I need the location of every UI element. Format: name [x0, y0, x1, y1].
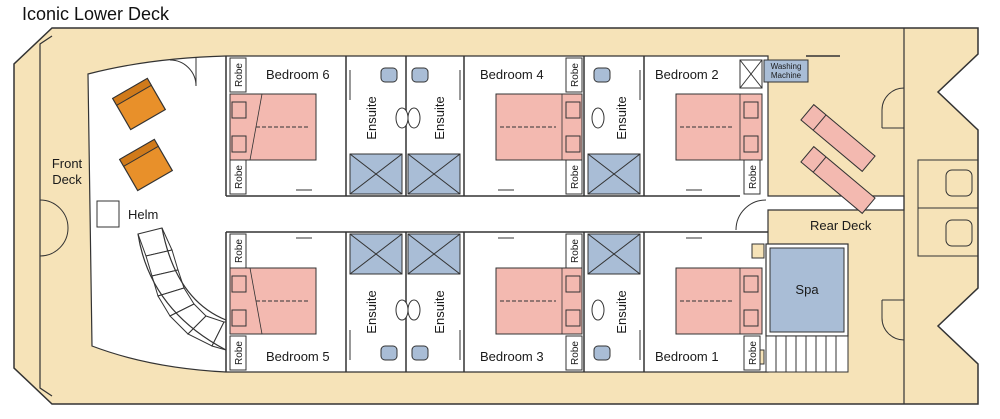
- front-deck-label: Front: [52, 156, 83, 171]
- bedroom-5-label: Bedroom 5: [266, 349, 330, 364]
- robe-b4-bottom: Robe: [565, 159, 583, 195]
- page-title: Iconic Lower Deck: [22, 4, 170, 24]
- bedroom-1-label: Bedroom 1: [655, 349, 719, 364]
- sun-lounger-2: [800, 145, 876, 215]
- staircase: [137, 227, 227, 351]
- svg-text:Robe: Robe: [570, 165, 581, 189]
- svg-text:Machine: Machine: [771, 71, 802, 80]
- robe-b3-bottom: Robe: [565, 335, 583, 371]
- svg-text:Robe: Robe: [234, 239, 245, 263]
- robe-b6-top: Robe: [229, 57, 247, 93]
- bedroom-6-label: Bedroom 6: [266, 67, 330, 82]
- ensuite-label: Ensuite: [432, 290, 447, 333]
- sun-lounger-1: [800, 103, 876, 173]
- front-deck-label: Deck: [52, 172, 82, 187]
- bed-bedroom-4: [495, 93, 583, 161]
- ensuite-label: Ensuite: [614, 290, 629, 333]
- lounge-chair-1: [111, 77, 167, 131]
- svg-text:Washing: Washing: [771, 62, 802, 71]
- bedroom-4-label: Bedroom 4: [480, 67, 544, 82]
- bed-bedroom-6: [229, 93, 317, 161]
- lounge-chair-2: [118, 138, 174, 192]
- bedroom-2-label: Bedroom 2: [655, 67, 719, 82]
- helm-label: Helm: [128, 207, 158, 222]
- svg-text:Robe: Robe: [570, 239, 581, 263]
- ensuite-label: Ensuite: [364, 290, 379, 333]
- svg-text:Robe: Robe: [234, 63, 245, 87]
- bed-bedroom-3: [495, 267, 583, 335]
- robe-b5-top: Robe: [229, 233, 247, 269]
- spa-label: Spa: [795, 282, 819, 297]
- robe-b1-bottom: Robe: [743, 335, 761, 371]
- bed-bedroom-1: [675, 267, 763, 335]
- robe-b3-top: Robe: [565, 233, 583, 269]
- bed-bedroom-5: [229, 267, 317, 335]
- svg-text:Robe: Robe: [748, 165, 759, 189]
- rear-deck-label: Rear Deck: [810, 218, 872, 233]
- ensuite-label: Ensuite: [364, 96, 379, 139]
- spa-steps: [765, 335, 849, 373]
- svg-text:Robe: Robe: [234, 165, 245, 189]
- robe-b2-bottom: Robe: [743, 159, 761, 195]
- svg-text:Robe: Robe: [748, 341, 759, 365]
- ensuite-label: Ensuite: [614, 96, 629, 139]
- ensuite-label: Ensuite: [432, 96, 447, 139]
- robe-b6-bottom: Robe: [229, 159, 247, 195]
- shower-stalls: [349, 153, 641, 275]
- robe-b5-bottom: Robe: [229, 335, 247, 371]
- svg-text:Robe: Robe: [234, 341, 245, 365]
- helm-console: [96, 200, 120, 228]
- bed-bedroom-2: [675, 93, 763, 161]
- svg-text:Robe: Robe: [570, 341, 581, 365]
- washing-machine: Washing Machine: [739, 59, 809, 89]
- robe-b4-top: Robe: [565, 57, 583, 93]
- svg-text:Robe: Robe: [570, 63, 581, 87]
- ensuite-fixtures: [380, 67, 611, 361]
- bedroom-3-label: Bedroom 3: [480, 349, 544, 364]
